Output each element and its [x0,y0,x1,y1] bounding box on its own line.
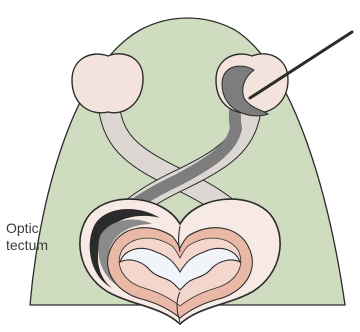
optic-tectum-label: Optic tectum [6,220,48,254]
label-line-tectum: tectum [6,237,48,254]
left-eye [72,54,143,113]
label-line-optic: Optic [6,220,48,237]
